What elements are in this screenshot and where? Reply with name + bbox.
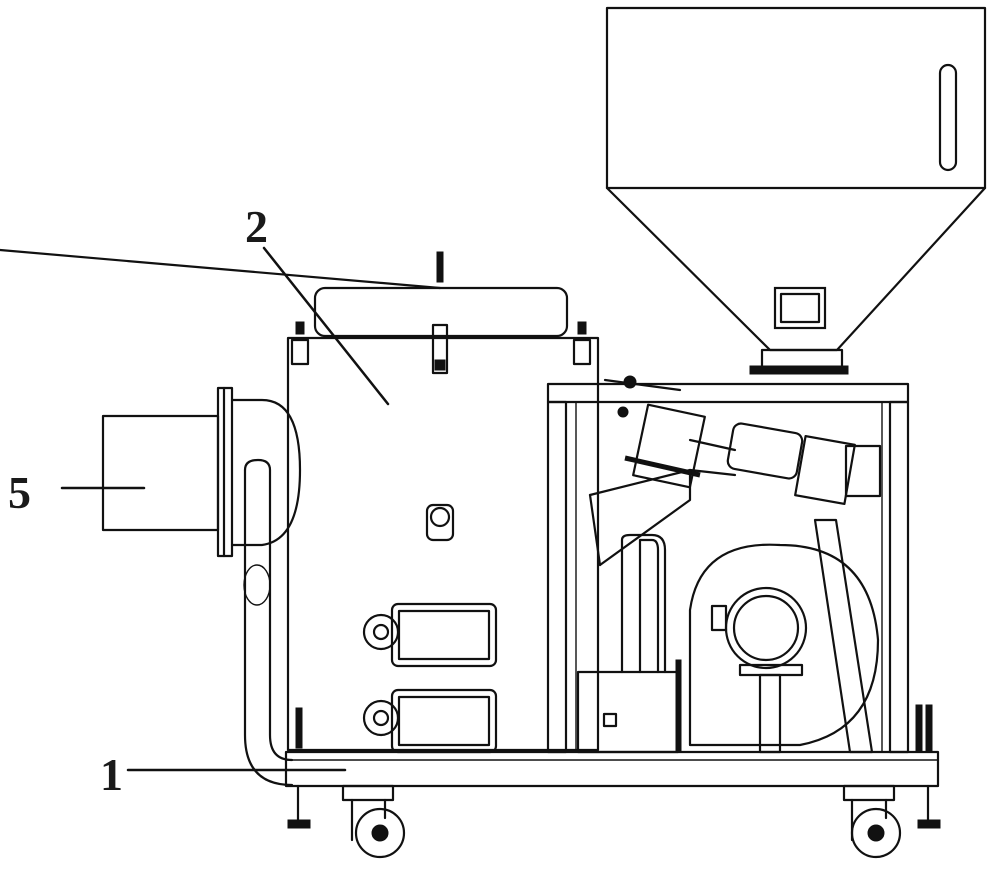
outlet-pipe — [101, 386, 302, 787]
leader-line-2 — [262, 246, 390, 406]
base — [284, 704, 941, 859]
label-2: 2 — [245, 201, 268, 252]
tank-body — [0, 248, 600, 754]
hopper — [605, 6, 987, 375]
label-1: 1 — [100, 749, 123, 800]
frame — [546, 375, 910, 754]
label-5: 5 — [8, 467, 31, 518]
